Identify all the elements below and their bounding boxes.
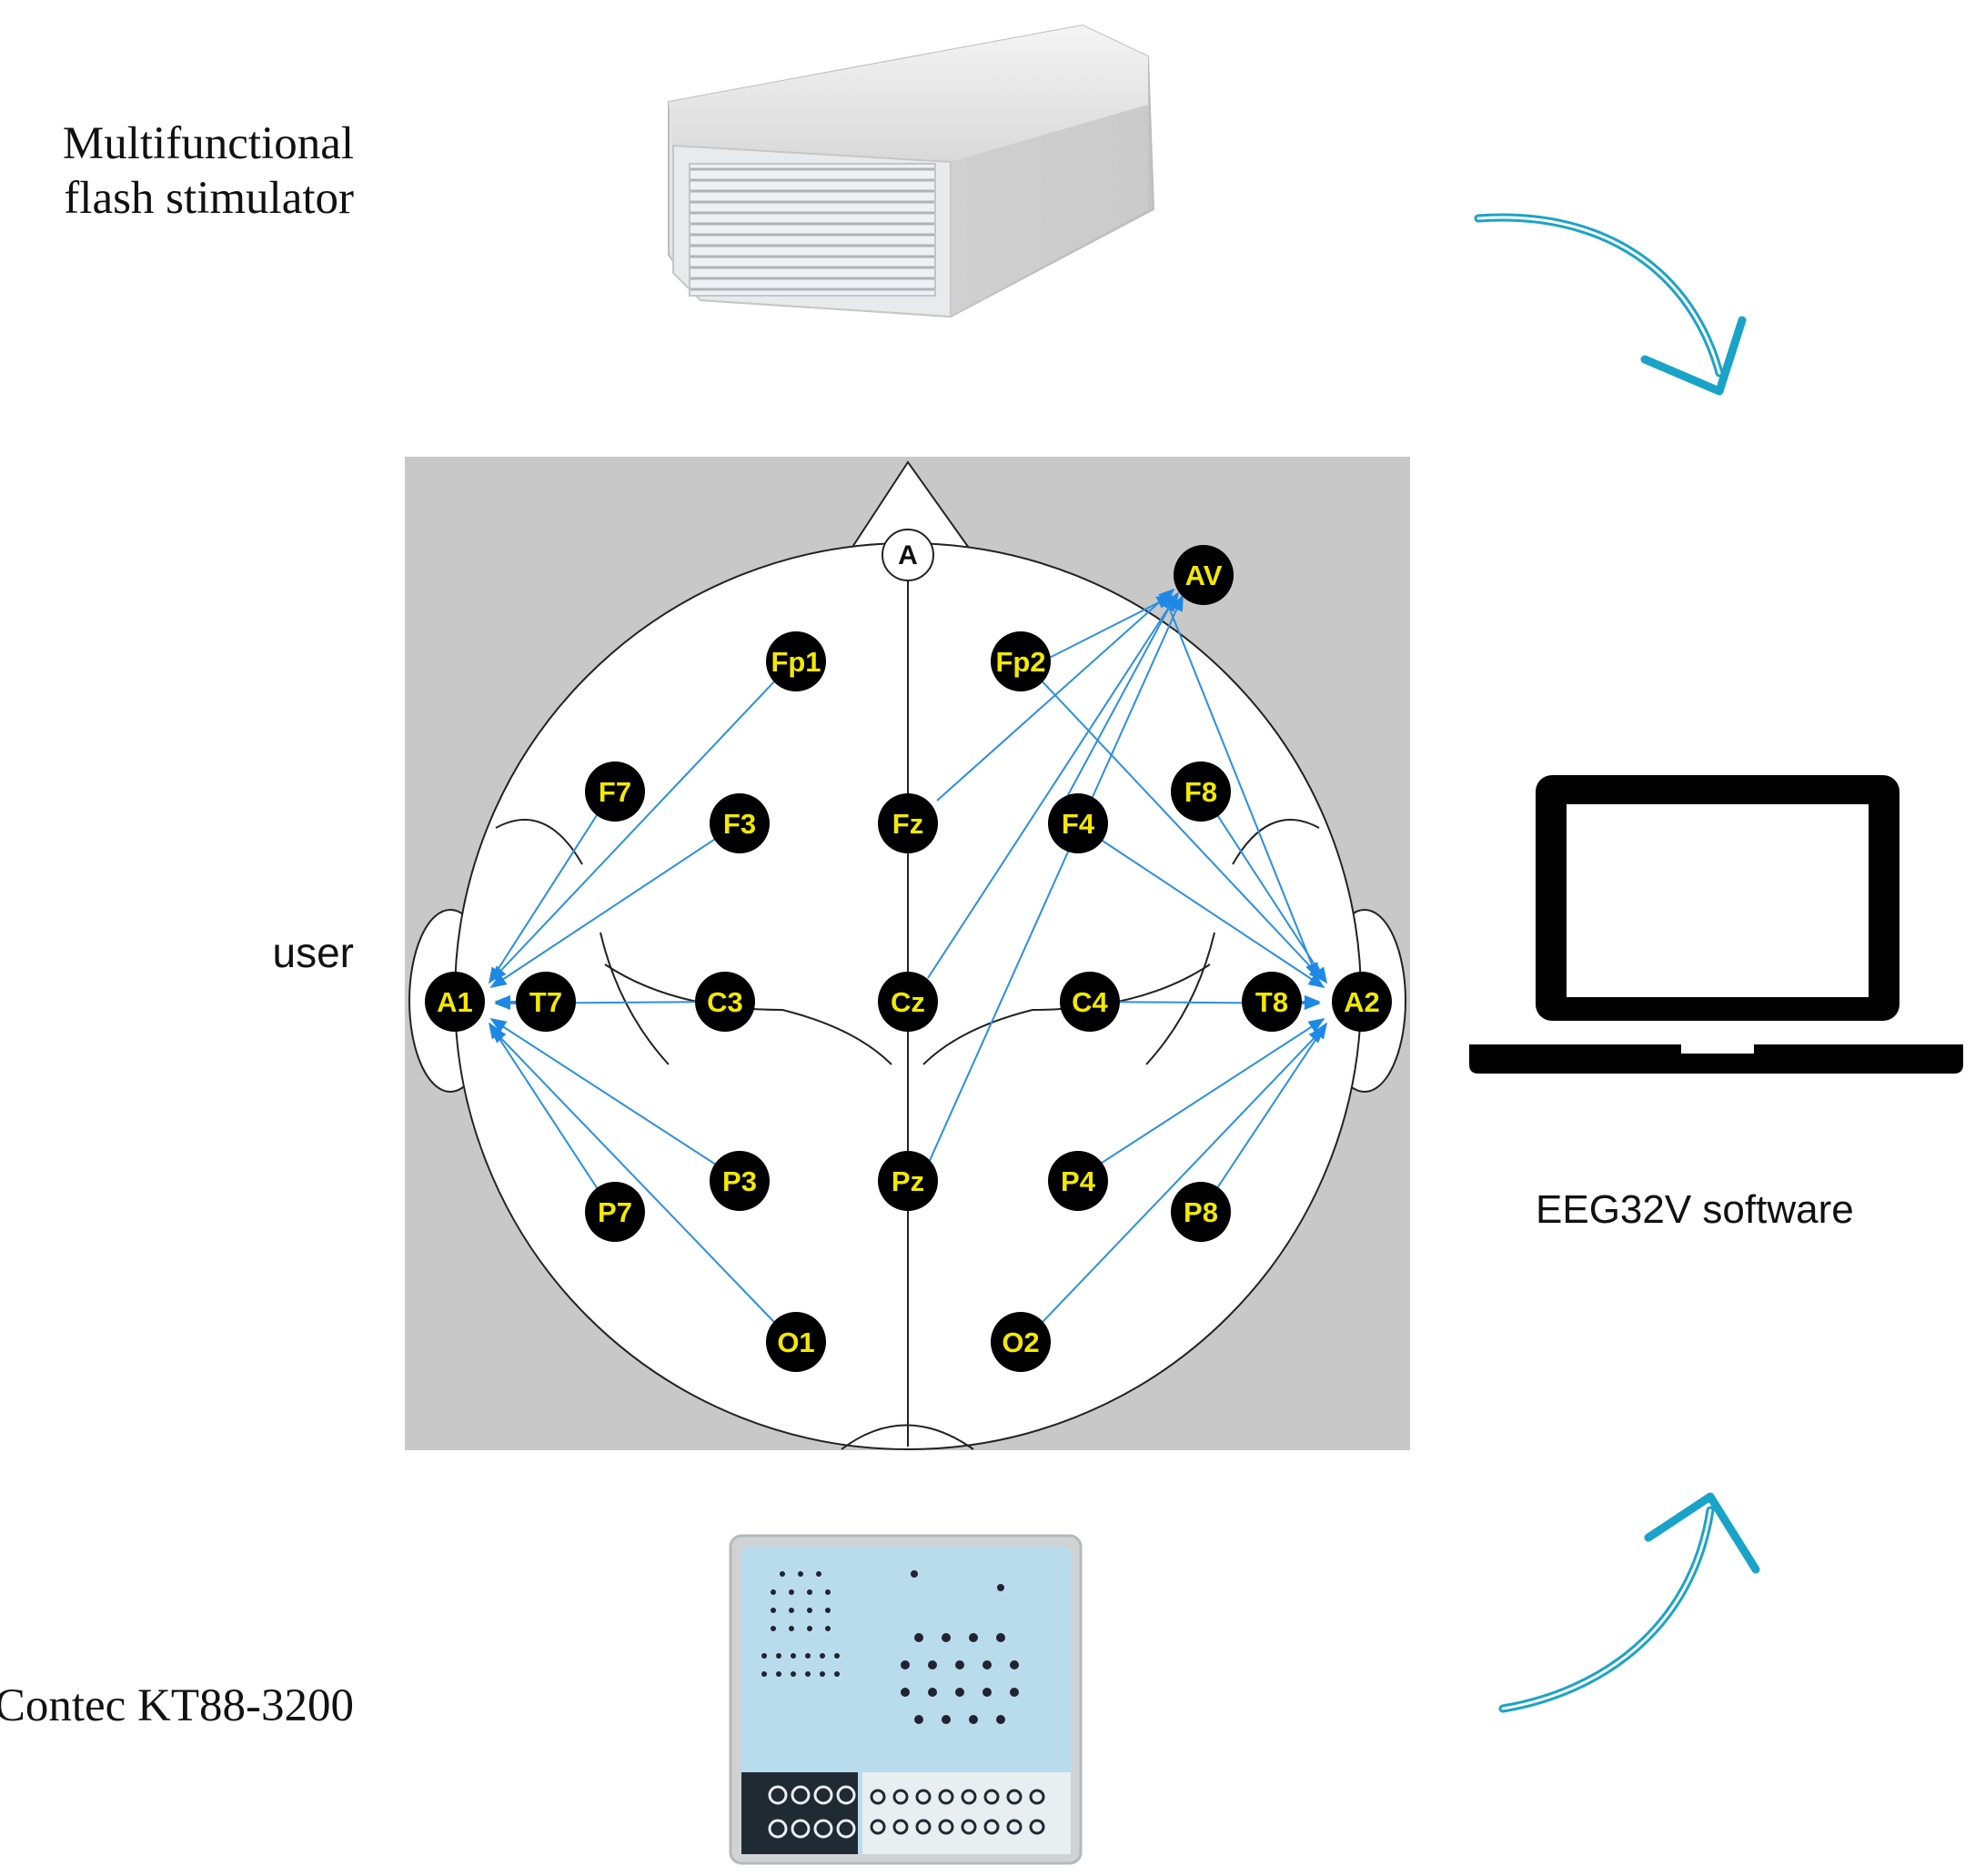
stimulator-label: Multifunctional flash stimulator	[0, 116, 354, 226]
amplifier-sockets-light	[870, 1789, 1045, 1835]
svg-text:P3: P3	[722, 1165, 757, 1197]
electrode-c3: C3	[695, 972, 755, 1032]
line-fz-av	[936, 588, 1175, 802]
line-o2-a2	[1023, 1026, 1325, 1343]
svg-text:Pz: Pz	[892, 1165, 924, 1197]
electrode-fp2: Fp2	[991, 631, 1051, 691]
stimulator-label-line-2: flash stimulator	[64, 173, 354, 224]
svg-text:A2: A2	[1344, 986, 1380, 1018]
electrode-fp1: Fp1	[766, 631, 826, 691]
svg-text:AV: AV	[1185, 560, 1223, 591]
electrode-o1: O1	[766, 1312, 826, 1372]
electrode-p8: P8	[1171, 1182, 1231, 1242]
electrode-t8: T8	[1242, 972, 1302, 1032]
electrode-fz: Fz	[878, 793, 938, 853]
electrode-f8: F8	[1171, 761, 1231, 822]
svg-text:F4: F4	[1062, 808, 1095, 840]
amplifier-jacks	[761, 1570, 1019, 1724]
svg-text:Fz: Fz	[892, 808, 923, 840]
line-cz-av	[927, 591, 1179, 979]
electrode-av: AV	[1174, 545, 1234, 605]
curved-arrow-up-icon	[1498, 1492, 1760, 1713]
electrode-f3: F3	[710, 793, 770, 853]
svg-text:F8: F8	[1184, 776, 1217, 808]
electrode-p7: P7	[585, 1182, 645, 1242]
line-f3-a1	[489, 822, 740, 988]
laptop-icon	[1469, 775, 1963, 1074]
svg-text:P4: P4	[1061, 1165, 1096, 1197]
line-p8-a2	[1200, 1022, 1327, 1214]
electrode-a1: A1	[425, 972, 485, 1032]
electrode-o2: O2	[991, 1312, 1051, 1372]
line-f4-a2	[1075, 822, 1325, 988]
electrode-cz: Cz	[878, 972, 938, 1032]
flash-stimulator-device	[668, 24, 1155, 318]
electrode-f7: F7	[585, 761, 645, 822]
svg-text:C4: C4	[1072, 986, 1108, 1018]
user-label: user	[272, 929, 354, 976]
svg-text:F3: F3	[723, 808, 756, 840]
line-fp1-a1	[489, 661, 794, 983]
line-av-a2	[1164, 595, 1318, 980]
svg-text:F7: F7	[599, 776, 631, 808]
electrode-a2: A2	[1332, 972, 1392, 1032]
anterior-marker: A	[882, 529, 934, 581]
electrode-f4: F4	[1048, 793, 1108, 853]
svg-text:A1: A1	[437, 986, 473, 1018]
line-p3-a1	[489, 1018, 738, 1179]
svg-text:O1: O1	[777, 1326, 814, 1358]
svg-text:T8: T8	[1255, 986, 1288, 1018]
line-p7-a1	[489, 1022, 614, 1214]
electrode-p3: P3	[710, 1151, 770, 1211]
svg-text:Cz: Cz	[891, 986, 925, 1018]
svg-text:Fp1: Fp1	[771, 646, 821, 678]
software-label: EEG32V software	[1536, 1187, 1854, 1232]
amplifier-sockets-dark	[768, 1785, 856, 1839]
amplifier-label: Contec KT88-3200	[0, 1680, 354, 1731]
svg-text:P8: P8	[1184, 1196, 1218, 1228]
electrode-t7: T7	[516, 972, 576, 1032]
line-fp2-a2	[1023, 661, 1325, 983]
line-f4-av	[1062, 594, 1176, 806]
svg-text:O2: O2	[1002, 1326, 1039, 1358]
svg-text:P7: P7	[598, 1196, 632, 1228]
electrodes: Fp1 Fp2 AV F7 F3 Fz F4 F8 A1 T7 C3 Cz C4…	[425, 545, 1392, 1372]
curved-arrow-down-icon	[1474, 213, 1747, 396]
line-p4-a2	[1077, 1018, 1325, 1179]
anterior-marker-label: A	[898, 540, 918, 570]
svg-text:C3: C3	[707, 986, 743, 1018]
line-f7-a1	[489, 789, 614, 984]
electrode-pz: Pz	[878, 1151, 938, 1211]
montage-connections	[489, 588, 1327, 1343]
stimulator-label-line-1: Multifunctional	[62, 118, 354, 169]
svg-text:T7: T7	[529, 986, 562, 1018]
line-o1-a1	[489, 1026, 794, 1343]
eeg-amplifier-device	[729, 1534, 1083, 1865]
line-pz-av	[927, 594, 1184, 1165]
electrode-p4: P4	[1048, 1151, 1108, 1211]
eeg-montage-panel: A Fp1 Fp2 AV F7 F3 Fz F4 F8 A1 T7 C3 Cz …	[405, 457, 1410, 1450]
svg-text:Fp2: Fp2	[995, 646, 1045, 678]
electrode-c4: C4	[1060, 972, 1120, 1032]
